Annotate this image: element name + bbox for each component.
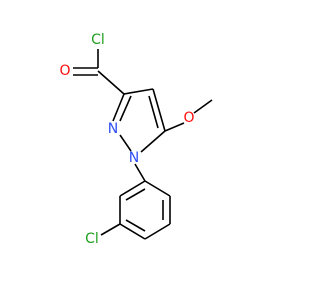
bond-ar-cl	[100, 223, 121, 236]
bond-n1-aryl	[134, 163, 146, 182]
ring-nitrogen-2-label: N	[108, 121, 118, 137]
bond-c5-c4-a	[152, 88, 166, 132]
bonds	[73, 49, 213, 240]
bond-ar-inner-b	[125, 219, 146, 232]
bond-ar-c1-c2	[119, 180, 146, 197]
bond-carbonyl-c3	[97, 70, 125, 95]
bond-ar-c3-c4	[119, 223, 146, 240]
bond-c3-n2-b	[119, 95, 132, 122]
aryl-chlorine-label: Cl	[85, 231, 99, 247]
bond-c4-c3	[123, 88, 154, 95]
bond-ar-inner-a	[125, 188, 146, 201]
carbonyl-oxygen-label: O	[59, 63, 70, 79]
bond-c5-o-ether	[164, 122, 185, 132]
atom-labels: Cl O N N O Cl	[59, 32, 194, 247]
bond-ar-c4-c5	[144, 223, 171, 240]
bond-c5-c4-b	[148, 95, 159, 129]
bond-n2-n1	[119, 134, 132, 152]
acyl-chlorine-label: Cl	[91, 32, 105, 48]
bond-ar-c6-c1	[144, 180, 171, 197]
bond-n1-c5	[140, 130, 166, 153]
ether-oxygen-label: O	[183, 110, 194, 126]
bond-c3-n2-a	[112, 93, 125, 122]
bond-o-ch3	[193, 99, 213, 114]
ring-nitrogen-1-label: N	[129, 150, 139, 166]
chemical-structure-diagram: Cl O N N O Cl	[59, 32, 213, 247]
